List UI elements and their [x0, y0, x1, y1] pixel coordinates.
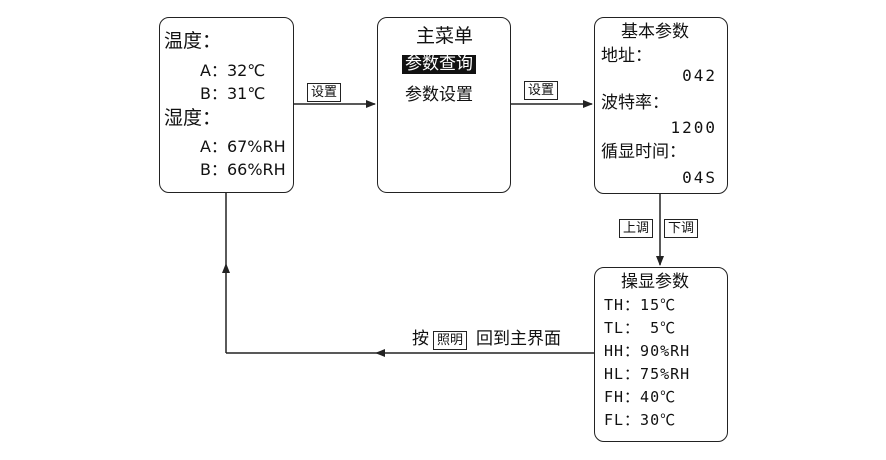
cycle-time-label: 循显时间：	[601, 142, 686, 162]
control-params-title: 操显参数	[621, 272, 689, 292]
param-fh: FH：40℃	[604, 388, 677, 406]
menu-item-param-setting[interactable]: 参数设置	[405, 85, 473, 105]
humidity-title: 湿度：	[164, 107, 222, 129]
address-label: 地址：	[601, 46, 652, 66]
param-hl: HL：75%RH	[604, 365, 691, 383]
up-key-label: 上调	[619, 219, 654, 238]
down-key-label: 下调	[664, 219, 699, 238]
param-fl: FL：30℃	[604, 411, 677, 429]
humidity-b: B：66%RH	[200, 160, 286, 179]
address-value: 042	[682, 66, 717, 85]
return-prefix: 按	[412, 329, 429, 349]
temperature-title: 温度：	[164, 30, 222, 52]
temperature-a: A：32℃	[200, 61, 266, 80]
temperature-b: B：31℃	[200, 84, 266, 103]
cycle-time-value: 04S	[682, 168, 717, 187]
baud-rate-value: 1200	[670, 118, 717, 137]
set-key-label-1: 设置	[307, 83, 342, 102]
humidity-a: A：67%RH	[200, 137, 286, 156]
main-menu-box: 主菜单 参数查询 参数设置	[377, 17, 511, 193]
light-key-label: 照明	[433, 331, 468, 350]
baud-rate-label: 波特率：	[601, 93, 669, 113]
param-tl: TL： 5℃	[604, 319, 677, 337]
set-key-label-2: 设置	[524, 81, 559, 100]
param-hh: HH：90%RH	[604, 342, 691, 360]
param-th: TH：15℃	[604, 296, 677, 314]
basic-params-title: 基本参数	[621, 22, 689, 42]
menu-item-param-query[interactable]: 参数查询	[402, 55, 476, 74]
basic-params-box: 基本参数 地址： 042 波特率： 1200 循显时间： 04S	[594, 17, 728, 194]
status-box: 温度： A：32℃ B：31℃ 湿度： A：67%RH B：66%RH	[159, 17, 294, 193]
main-menu-title: 主菜单	[416, 25, 474, 47]
return-suffix: 回到主界面	[476, 329, 561, 349]
control-params-box: 操显参数 TH：15℃ TL： 5℃ HH：90%RH HL：75%RH FH：…	[594, 267, 728, 442]
